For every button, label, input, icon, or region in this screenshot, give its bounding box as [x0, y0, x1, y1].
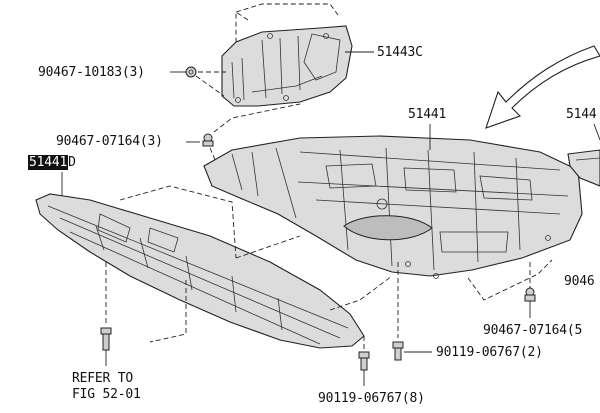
right-partial-panel — [567, 123, 600, 187]
nut-icon — [170, 66, 226, 97]
callout-cover-51443c: 51443C — [377, 45, 423, 60]
front-dashed-frame — [119, 185, 393, 343]
screw-bottom-icon — [358, 336, 370, 386]
screw-mid-icon — [392, 262, 432, 361]
splash-cover-51443c — [221, 25, 353, 107]
callout-front-panel-suffix: D — [68, 155, 76, 170]
bolt-left-icon — [100, 262, 112, 366]
direction-arrow-icon — [485, 45, 600, 129]
callout-nut-top: 90467-10183(3) — [38, 65, 145, 80]
callout-right-edge-number: 9046 — [564, 274, 595, 289]
callout-front-panel: 51441D — [28, 155, 76, 170]
front-lower-panel-51441d — [35, 193, 365, 349]
refer-line-1: REFER TO — [72, 371, 134, 386]
engine-under-panel-51441 — [203, 135, 583, 279]
callout-clip-right: 90467-07164(5 — [483, 323, 583, 338]
clip-right-icon — [524, 262, 536, 318]
callout-screw-bottom: 90119-06767(8) — [318, 391, 425, 406]
callout-clip-mid: 90467-07164(3) — [56, 134, 163, 149]
callout-panel-51441: 51441 — [408, 107, 447, 122]
callout-front-panel-number: 51441 — [28, 155, 69, 170]
cover-dashed-frame — [235, 3, 339, 44]
callout-screw-mid: 90119-06767(2) — [436, 345, 543, 360]
callout-panel-right-edge: 5144 — [566, 107, 597, 122]
refer-line-2: FIG 52-01 — [72, 387, 141, 402]
